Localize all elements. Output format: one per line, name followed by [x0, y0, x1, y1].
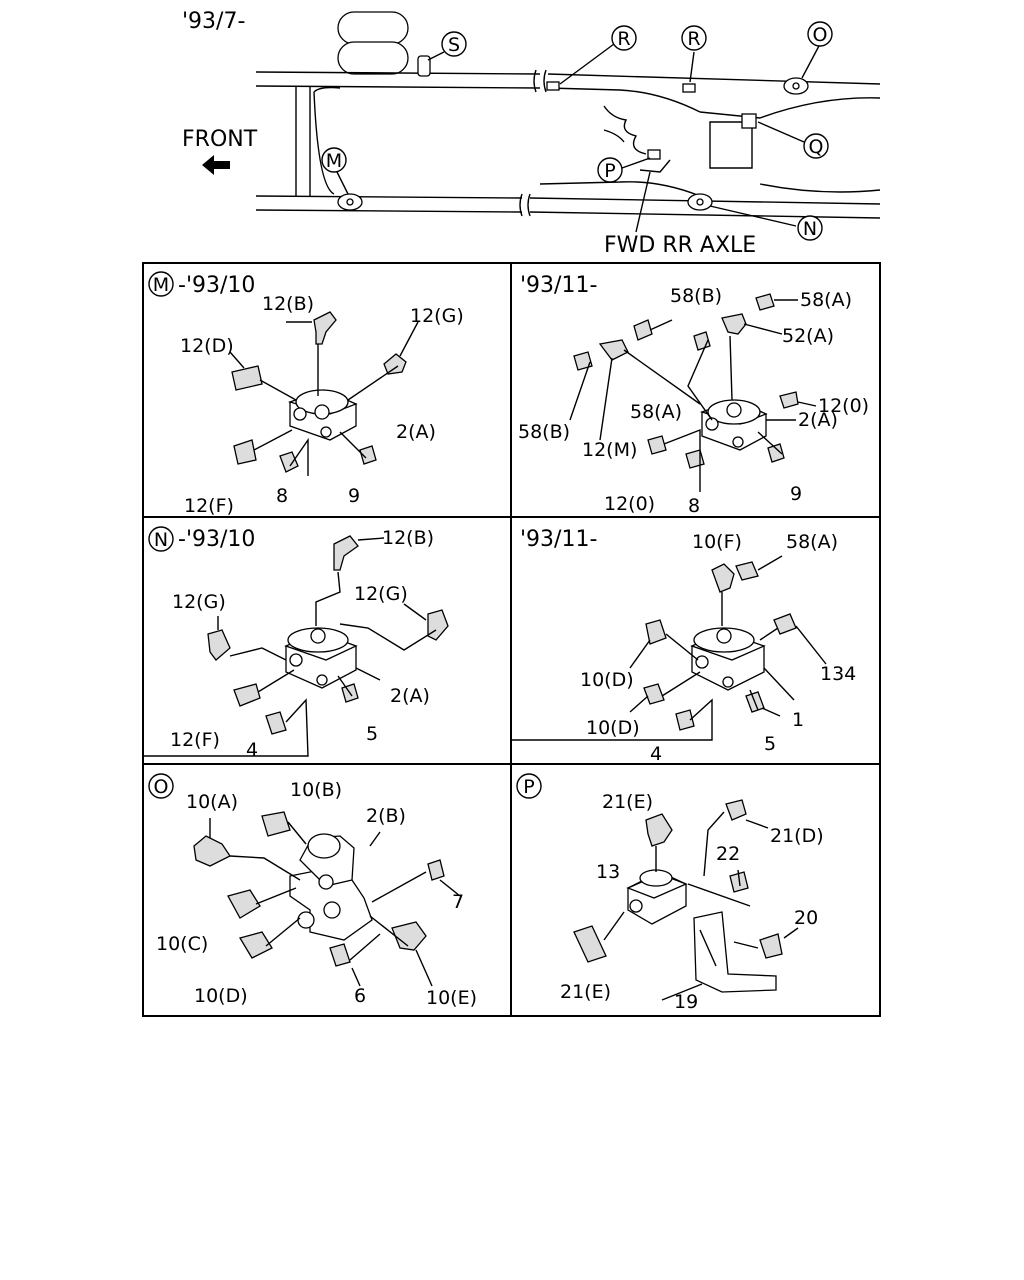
relay-valve-late — [699, 399, 768, 451]
panel-m-late: '93/11- 58(B) 58(A) 52(A) 12(0) 58(A) 2(… — [518, 273, 869, 517]
marker-p: P — [604, 160, 615, 182]
front-arrow-icon — [202, 155, 230, 175]
axle-label: FWD RR AXLE — [604, 233, 756, 258]
marker-r2: R — [687, 28, 700, 50]
panel-n-label-12g-right: 12(G) — [354, 583, 408, 605]
marker-s: S — [448, 34, 460, 56]
quick-release-valve — [289, 833, 373, 941]
panel-p-label-22: 22 — [716, 843, 740, 865]
panel-m-circle: M — [153, 274, 169, 296]
relay-valve-n-late — [690, 627, 766, 691]
panel-n-late-label-134: 134 — [820, 663, 856, 685]
panel-p-label-21e-top: 21(E) — [602, 791, 653, 813]
panel-m-title: -'93/10 — [178, 273, 255, 298]
component-o — [783, 77, 809, 95]
panel-o-label-10d: 10(D) — [194, 985, 248, 1007]
panel-o-label-10b: 10(B) — [290, 779, 342, 801]
panel-m-late-label-12m: 12(M) — [582, 439, 637, 461]
panel-p-label-13: 13 — [596, 861, 620, 883]
panel-m-label-2a: 2(A) — [396, 421, 436, 443]
relay-valve — [287, 389, 358, 441]
panel-m-late-title: '93/11- — [520, 273, 597, 298]
panel-p-circle: P — [523, 776, 534, 798]
panel-m-late-label-58b-top: 58(B) — [670, 285, 722, 307]
panel-o-label-6: 6 — [354, 985, 366, 1007]
panel-m: M -'93/10 12(B) 12(G) 12(D) 2(A) 12(F) 8… — [148, 271, 464, 517]
panel-n-late-label-10d-bottom: 10(D) — [586, 717, 640, 739]
component-r1 — [546, 81, 560, 91]
panel-m-label-12g: 12(G) — [410, 305, 464, 327]
panel-m-late-label-8: 8 — [688, 495, 700, 517]
panel-n-circle: N — [154, 529, 168, 551]
panel-o: O 10(A) 10(B) 2(B) 7 10(C) 10(D) 6 10(E) — [148, 773, 477, 1009]
panel-o-label-7: 7 — [452, 891, 464, 913]
component-m — [337, 193, 363, 211]
panel-n-label-2a: 2(A) — [390, 685, 430, 707]
component-p — [647, 149, 661, 160]
panel-m-late-label-2a: 2(A) — [798, 409, 838, 431]
panel-grid — [142, 262, 881, 1017]
panel-n-late-label-5: 5 — [764, 733, 776, 755]
component-s — [417, 55, 431, 77]
overview-date-range: '93/7- — [182, 9, 245, 34]
panel-n-late-label-10f: 10(F) — [692, 531, 742, 553]
mounting-bracket — [693, 911, 777, 993]
panel-n-label-12b: 12(B) — [382, 527, 434, 549]
panel-m-label-9: 9 — [348, 485, 360, 507]
panel-m-late-label-58a-mid: 58(A) — [630, 401, 682, 423]
panel-m-label-12d: 12(D) — [180, 335, 234, 357]
marker-m: M — [326, 150, 342, 172]
panel-p-label-19: 19 — [674, 991, 698, 1013]
check-valve — [626, 869, 688, 925]
panel-m-late-label-120-right: 12(0) — [818, 395, 869, 417]
panel-m-late-label-9: 9 — [790, 483, 802, 505]
panel-n-late-label-4: 4 — [650, 743, 662, 765]
relay-valve-n — [284, 627, 358, 689]
panel-n-late: '93/11- 10(F) 58(A) 134 10(D) 1 10(D) 4 … — [512, 527, 856, 765]
panel-n-title: -'93/10 — [178, 527, 255, 552]
panel-m-late-label-52a: 52(A) — [782, 325, 834, 347]
panel-o-label-10a: 10(A) — [186, 791, 238, 813]
panel-n-late-label-1: 1 — [792, 709, 804, 731]
panel-m-label-12b: 12(B) — [262, 293, 314, 315]
panel-p-label-21e-bottom: 21(E) — [560, 981, 611, 1003]
panel-o-circle: O — [154, 776, 169, 798]
air-tank — [337, 11, 409, 75]
marker-r1: R — [617, 28, 630, 50]
panel-n-late-label-58a: 58(A) — [786, 531, 838, 553]
panel-m-late-label-58a-top: 58(A) — [800, 289, 852, 311]
panel-m-late-label-58b-left: 58(B) — [518, 421, 570, 443]
panel-n-label-5: 5 — [366, 723, 378, 745]
panel-p-label-20: 20 — [794, 907, 818, 929]
panel-m-label-12f: 12(F) — [184, 495, 234, 517]
panel-n: N -'93/10 12(B) 12(G) 12(G) 2(A) 12(F) 4… — [144, 526, 449, 761]
panel-m-label-8: 8 — [276, 485, 288, 507]
component-n — [687, 193, 713, 211]
marker-n: N — [803, 218, 817, 240]
marker-q: Q — [809, 136, 824, 158]
panel-m-late-label-120-bottom: 12(0) — [604, 493, 655, 515]
panel-o-label-10c: 10(C) — [156, 933, 208, 955]
component-r2 — [682, 83, 696, 93]
chassis-overview: '93/7- — [182, 9, 881, 258]
panel-o-label-10e: 10(E) — [426, 987, 477, 1009]
panel-n-late-title: '93/11- — [520, 527, 597, 552]
panel-n-label-12f: 12(F) — [170, 729, 220, 751]
marker-o: O — [813, 24, 828, 46]
front-label: FRONT — [182, 127, 258, 152]
panel-n-late-label-10d-top: 10(D) — [580, 669, 634, 691]
component-q — [741, 113, 757, 129]
panel-n-label-12g-left: 12(G) — [172, 591, 226, 613]
panel-p: P 21(E) 21(D) 22 13 20 21(E) 19 — [516, 773, 824, 1013]
panel-n-label-4: 4 — [246, 739, 258, 761]
panel-o-label-2b: 2(B) — [366, 805, 406, 827]
panel-p-label-21d: 21(D) — [770, 825, 824, 847]
